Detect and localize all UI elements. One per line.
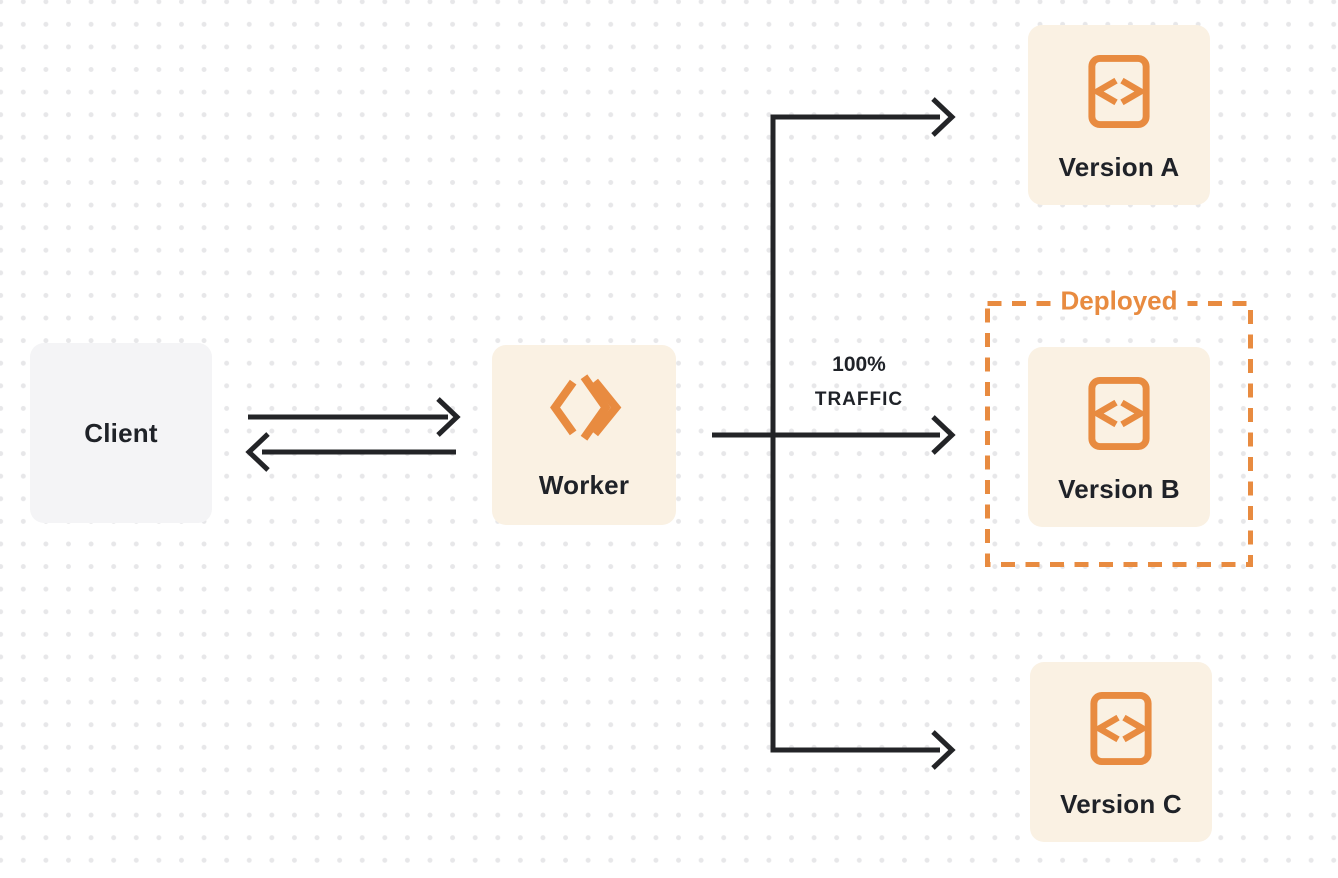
deployed-group-frame: Deployed xyxy=(985,285,1253,567)
cloudflare-workers-logo-icon xyxy=(550,374,622,441)
version-c-node: Version C xyxy=(1030,662,1212,842)
traffic-branch-lines xyxy=(712,114,940,753)
version-b-node: Version B xyxy=(1028,347,1210,527)
version-b-label: Version B xyxy=(1058,474,1180,504)
client-to-worker-arrow xyxy=(248,397,461,437)
worker-node: Worker xyxy=(492,345,676,525)
client-label: Client xyxy=(84,418,158,448)
traffic-percent-text: 100% xyxy=(832,353,886,376)
traffic-word-text: TRAFFIC xyxy=(814,389,904,410)
worker-label: Worker xyxy=(538,470,630,500)
arrow-to-version-c xyxy=(931,730,956,770)
version-a-node: Version A xyxy=(1028,25,1210,205)
version-a-label: Version A xyxy=(1058,152,1180,182)
code-file-icon xyxy=(1088,377,1150,450)
client-node: Client xyxy=(30,343,212,523)
code-file-icon xyxy=(1090,692,1152,765)
deployed-badge: Deployed xyxy=(1050,285,1188,317)
traffic-percentage-label: 100% TRAFFIC xyxy=(784,347,934,417)
arrow-to-version-b xyxy=(931,415,956,455)
code-file-icon xyxy=(1088,55,1150,128)
arrow-to-version-a xyxy=(931,97,956,137)
worker-to-client-arrow xyxy=(245,432,456,472)
version-c-label: Version C xyxy=(1060,789,1182,819)
